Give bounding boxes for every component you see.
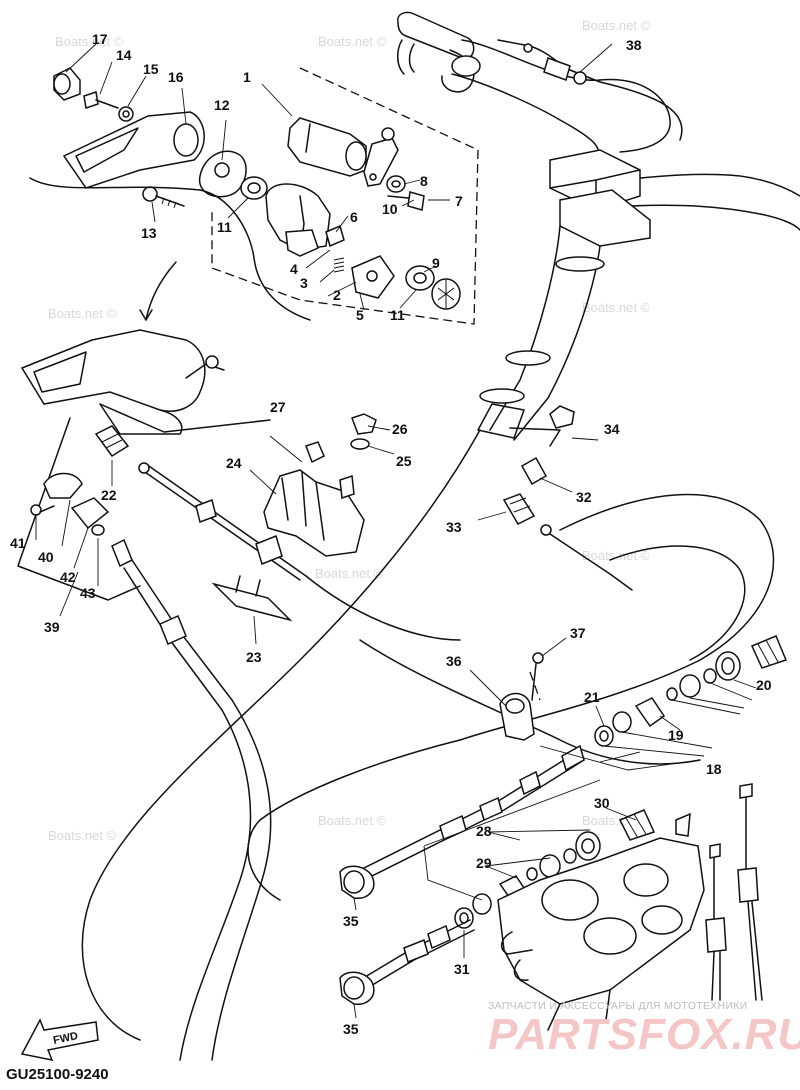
watermark-text: Boats.net © [318, 813, 387, 828]
callout-29: 29 [476, 855, 492, 871]
box-outline [99, 403, 271, 433]
callout-19: 19 [668, 727, 684, 743]
callout-4: 4 [290, 261, 298, 277]
shop-tagline: ЗАПЧАСТИ И АКСЕССУАРЫ ДЛЯ МОТОТЕХНИКИ [488, 1000, 748, 1012]
callout-24: 24 [226, 455, 242, 471]
leader-lines-kit [65, 43, 450, 311]
throttle-kit-parts [240, 117, 461, 310]
callout-14: 14 [116, 47, 132, 63]
callout-27: 27 [270, 399, 286, 415]
callout-37: 37 [570, 625, 586, 641]
callout-40: 40 [38, 549, 54, 565]
watermark-text: Boats.net © [48, 306, 117, 321]
callout-30: 30 [594, 795, 610, 811]
callout-3: 3 [300, 275, 308, 291]
centerline [529, 671, 541, 701]
callout-18: 18 [706, 761, 722, 777]
callout-7: 7 [455, 193, 463, 209]
gasket-part-12 [198, 150, 247, 198]
bracket-part-24 [263, 413, 377, 557]
clamp-part-36 [499, 652, 544, 741]
callout-39: 39 [44, 619, 60, 635]
callout-8: 8 [420, 173, 428, 189]
callout-10: 10 [382, 201, 398, 217]
callout-11-lower: 11 [390, 307, 405, 323]
arrow-curve [145, 261, 177, 321]
callout-36: 36 [446, 653, 462, 669]
watermark-text: Boats.net © [582, 18, 651, 33]
watermark-text: Boats.net © [55, 34, 124, 49]
grommet-parts-35 [339, 865, 375, 1005]
diagram-code: GU25100-9240 [6, 1066, 109, 1083]
callout-16: 16 [168, 69, 184, 85]
callout-21: 21 [584, 689, 600, 705]
callout-41: 41 [10, 535, 26, 551]
watermark-text: Boats.net © [315, 566, 384, 581]
callout-23: 23 [246, 649, 262, 665]
callout-20: 20 [756, 677, 772, 693]
leader-lines-lower [35, 43, 757, 1019]
kit-boundary [211, 67, 479, 325]
callout-25: 25 [396, 453, 412, 469]
callout-33: 33 [446, 519, 462, 535]
throttle-lever-group [53, 67, 205, 209]
callout-13: 13 [141, 225, 157, 241]
carburetor-assembly [497, 837, 705, 1031]
fwd-label: FWD [52, 1030, 79, 1047]
choke-cables [705, 783, 763, 1001]
callout-38: 38 [626, 37, 642, 53]
cable-loops [81, 429, 775, 1041]
clip-part-23 [211, 575, 293, 622]
handlebar-assembly [397, 11, 800, 441]
callout-35-lower: 35 [343, 1021, 359, 1037]
watermark-text: Boats.net © [48, 828, 117, 843]
callout-28: 28 [476, 823, 492, 839]
callout-42: 42 [60, 569, 76, 585]
callout-2: 2 [333, 287, 341, 303]
callout-31: 31 [454, 961, 470, 977]
shop-logo: PARTSFOX.RU [488, 1010, 800, 1059]
callout-43: 43 [80, 585, 96, 601]
cable-end-parts [502, 405, 633, 591]
callout-11-upper: 11 [217, 219, 232, 235]
callout-26: 26 [392, 421, 408, 437]
boundary-curve [199, 189, 311, 321]
lower-left-parts [30, 472, 272, 1061]
cable-part-22 [94, 425, 461, 641]
boundary-curve [29, 177, 201, 191]
callout-labels: 1 2 3 4 5 6 7 8 9 10 11 11 12 13 14 15 1… [10, 31, 772, 1037]
callout-6: 6 [350, 209, 358, 225]
callout-1: 1 [243, 69, 251, 85]
watermark-text: Boats.net © [582, 300, 651, 315]
arrow-head [139, 309, 153, 321]
callout-9: 9 [432, 255, 440, 271]
fitting-parts-right [594, 635, 788, 747]
callout-32: 32 [576, 489, 592, 505]
watermark-text: Boats.net © [318, 34, 387, 49]
throttle-cables [359, 744, 585, 991]
callout-15: 15 [143, 61, 159, 77]
callout-22: 22 [101, 487, 117, 503]
assembled-lever [20, 329, 225, 435]
callout-12: 12 [214, 97, 230, 113]
callout-17: 17 [92, 31, 108, 47]
callout-35-upper: 35 [343, 913, 359, 929]
fwd-arrow: FWD [20, 1018, 99, 1062]
callout-34: 34 [604, 421, 620, 437]
throttle-cable-run [599, 81, 683, 141]
callout-5: 5 [356, 307, 364, 323]
